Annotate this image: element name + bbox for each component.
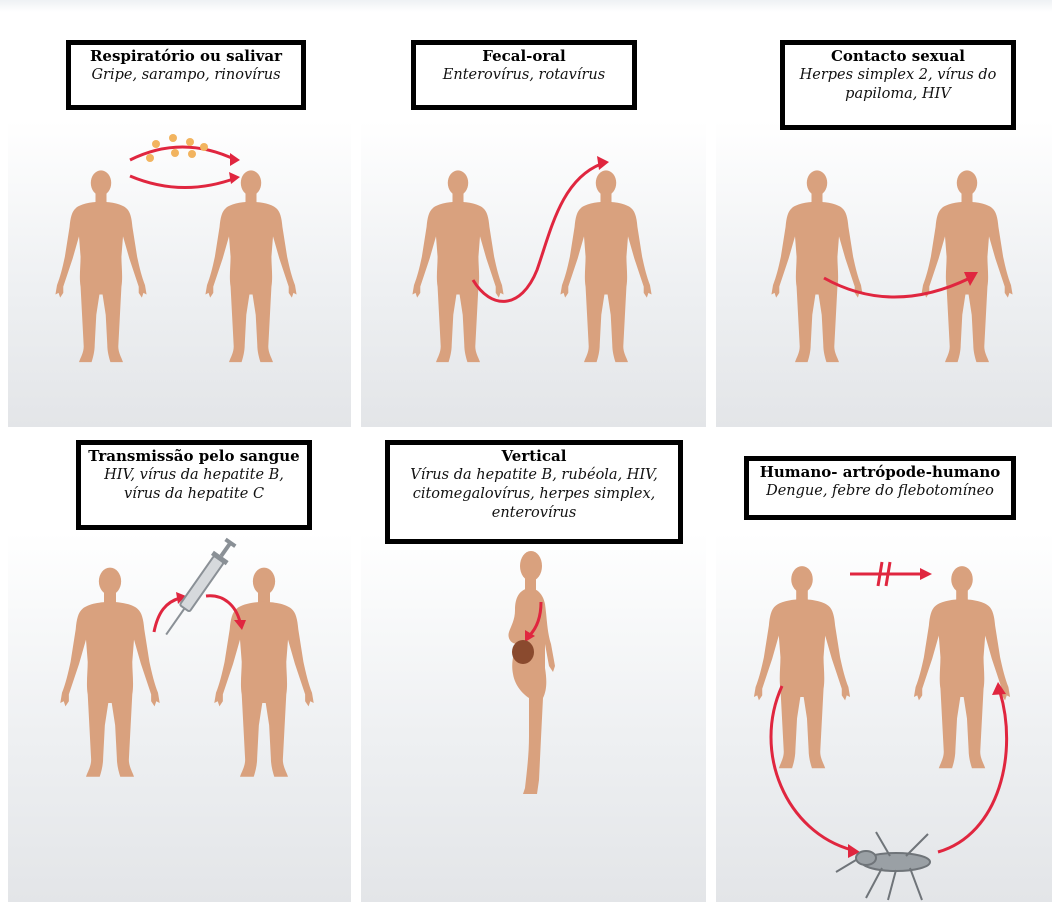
panel-subtitle-line-3: enterovírus (394, 504, 674, 523)
label-vertical: Vertical Vírus da hepatite B, rubéola, H… (385, 440, 683, 544)
arthropod-illustration (716, 532, 1052, 902)
label-blood: Transmissão pelo sangue HIV, vírus da he… (76, 440, 312, 530)
panel-subtitle-line-1: Herpes simplex 2, vírus do (789, 66, 1007, 85)
fetus (512, 640, 534, 664)
respiratory-illustration (8, 120, 351, 427)
person-right (214, 568, 313, 777)
panel-vertical: Vertical Vírus da hepatite B, rubéola, H… (361, 532, 706, 902)
panel-subtitle-line-2: vírus da hepatite C (85, 485, 303, 504)
label-sexual-contact: Contacto sexual Herpes simplex 2, vírus … (780, 40, 1016, 130)
panel-arthropod: Humano- artrópode-humano Dengue, febre d… (716, 532, 1052, 902)
vertical-illustration (361, 532, 706, 902)
airborne-arrow-lower (130, 176, 236, 188)
person-left (771, 170, 862, 362)
person-left (60, 568, 159, 777)
pregnant-person (508, 551, 555, 794)
block-mark (878, 562, 882, 586)
person-left (754, 566, 850, 768)
panel-subtitle: Enterovírus, rotavírus (420, 66, 628, 85)
top-divider (0, 0, 1052, 12)
sexual-contact-illustration (716, 120, 1052, 427)
fecal-oral-illustration (361, 120, 706, 427)
panel-title: Respiratório ou salivar (75, 47, 297, 66)
panel-subtitle-line-2: citomegalovírus, herpes simplex, (394, 485, 674, 504)
panel-title: Fecal-oral (420, 47, 628, 66)
blood-illustration (8, 532, 351, 902)
panel-subtitle-line-2: papiloma, HIV (789, 85, 1007, 104)
arrowhead (920, 568, 932, 580)
panel-blood: Transmissão pelo sangue HIV, vírus da he… (8, 532, 351, 902)
syringe-icon (159, 536, 239, 640)
airborne-arrow-upper (130, 147, 236, 160)
person-right (914, 566, 1010, 768)
panel-fecal-oral: Fecal-oral Enterovírus, rotavírus (361, 120, 706, 427)
blood-arrow-out (154, 598, 180, 632)
arrowhead (597, 156, 609, 170)
panel-subtitle: Gripe, sarampo, rinovírus (75, 66, 297, 85)
label-respiratory: Respiratório ou salivar Gripe, sarampo, … (66, 40, 306, 110)
panel-title: Contacto sexual (789, 47, 1007, 66)
arrowhead (230, 153, 240, 166)
panel-subtitle-line-1: HIV, vírus da hepatite B, (85, 466, 303, 485)
person-left (412, 170, 503, 362)
panel-title: Humano- artrópode-humano (753, 463, 1007, 482)
panel-title: Vertical (394, 447, 674, 466)
person-left (55, 170, 146, 362)
panel-title: Transmissão pelo sangue (85, 447, 303, 466)
label-arthropod: Humano- artrópode-humano Dengue, febre d… (744, 456, 1016, 520)
arrowhead (229, 172, 240, 184)
person-right (205, 170, 296, 362)
panel-subtitle: Dengue, febre do flebotomíneo (753, 482, 1007, 501)
panel-subtitle-line-1: Vírus da hepatite B, rubéola, HIV, (394, 466, 674, 485)
panel-sexual-contact: Contacto sexual Herpes simplex 2, vírus … (716, 120, 1052, 427)
person-right (560, 170, 651, 362)
person-right (921, 170, 1012, 362)
panel-respiratory: Respiratório ou salivar Gripe, sarampo, … (8, 120, 351, 427)
label-fecal-oral: Fecal-oral Enterovírus, rotavírus (411, 40, 637, 110)
mosquito-icon (836, 832, 930, 900)
block-mark (886, 562, 890, 586)
